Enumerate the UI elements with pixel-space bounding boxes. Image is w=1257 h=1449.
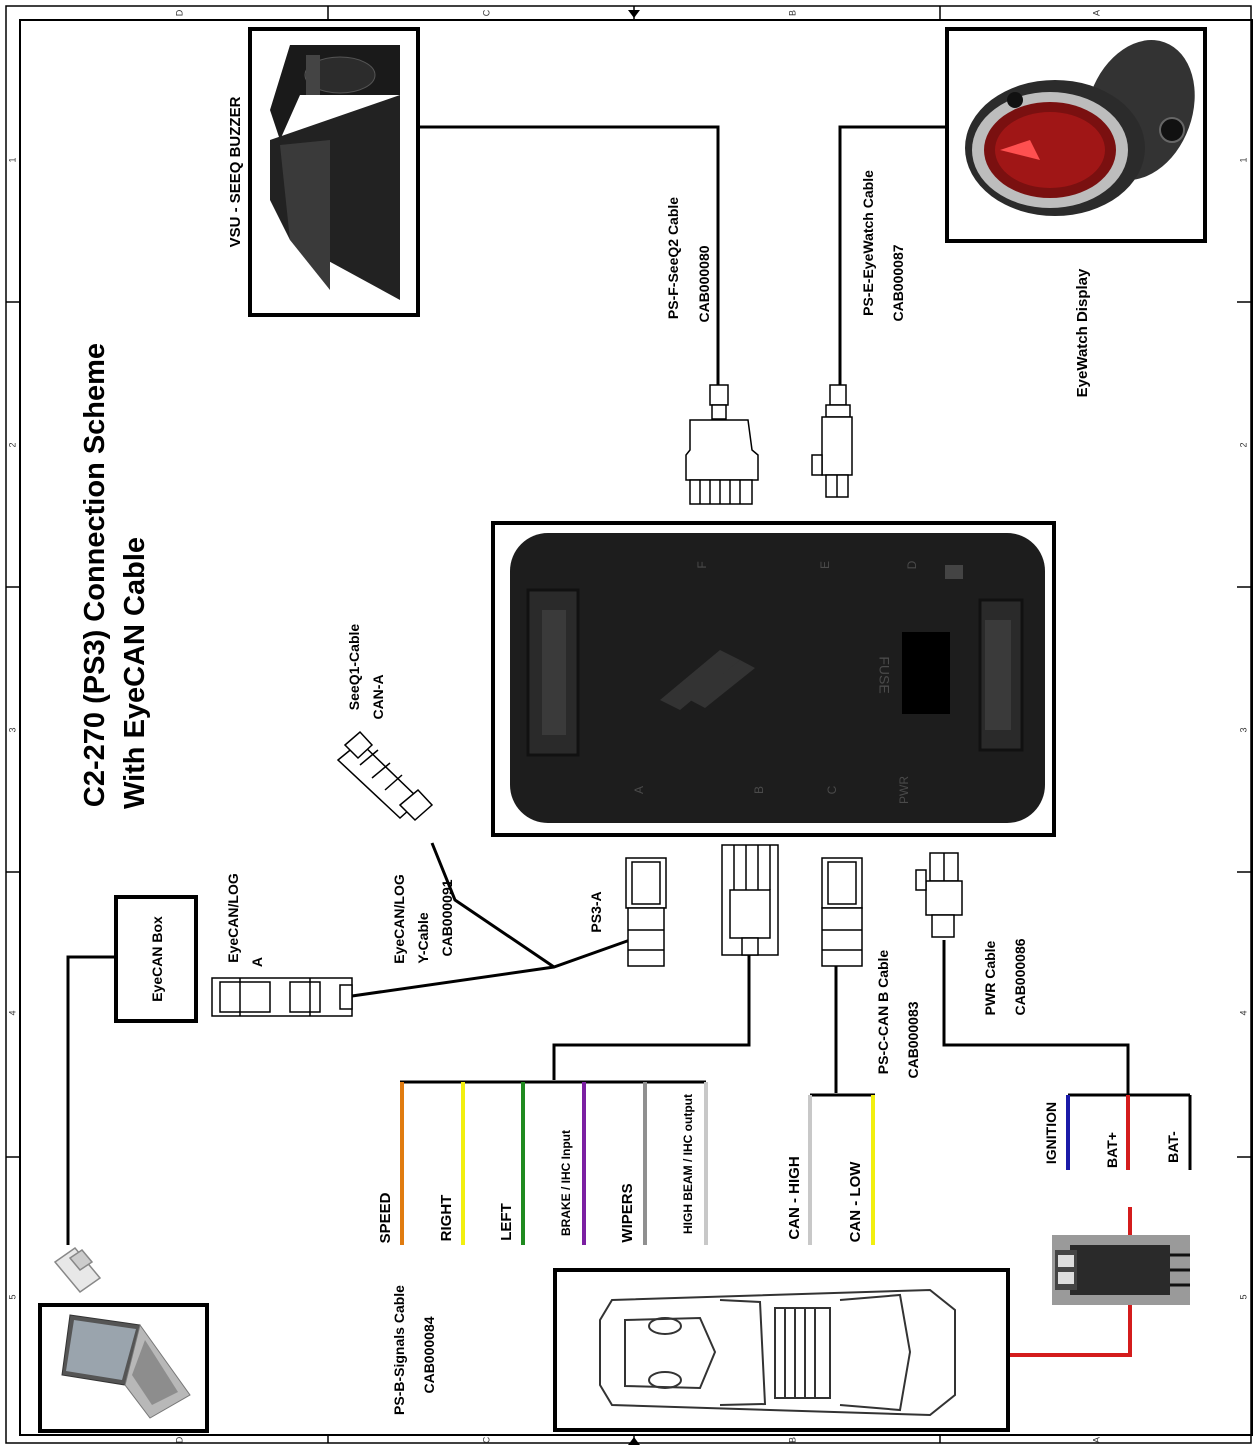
frame-ticks: [6, 6, 1251, 1443]
unit-label-e: E: [818, 561, 832, 569]
col-label-b-bottom: B: [787, 1437, 797, 1443]
power-connector-image: [1052, 1235, 1190, 1305]
row-label-4-right: 4: [1238, 1010, 1248, 1015]
row-label-3-left: 3: [7, 727, 17, 732]
unit-label-fuse: FUSE: [876, 656, 892, 693]
canb-cable-name: PS-C-CAN B Cable: [875, 950, 891, 1075]
row-label-5-right: 5: [1238, 1294, 1248, 1299]
pwr-cable-code: CAB000086: [1012, 938, 1028, 1015]
bat-minus-label: BAT-: [1165, 1131, 1181, 1163]
unit-device-image: [510, 533, 1045, 823]
row-label-2-right: 2: [1238, 442, 1248, 447]
eyecanlog-a-line2: A: [249, 957, 265, 967]
signal-label-brake: BRAKE / IHC Input: [559, 1130, 573, 1236]
eyewatch-cable-name: PS-E-EyeWatch Cable: [860, 170, 876, 316]
pwr-cable-name: PWR Cable: [982, 940, 998, 1015]
unit-label-a: A: [632, 786, 646, 794]
ycable-line1: EyeCAN/LOG: [391, 874, 407, 964]
center-arrow-bottom: [628, 1437, 640, 1445]
unit-label-d: D: [905, 560, 919, 569]
signal-label-left: LEFT: [498, 1203, 515, 1241]
signal-label-right: RIGHT: [438, 1195, 455, 1242]
ignition-label: IGNITION: [1043, 1102, 1059, 1164]
connector-canb: [821, 857, 863, 967]
signal-label-speed: SPEED: [377, 1192, 394, 1243]
col-label-c-top: C: [481, 9, 491, 16]
ycable-line3: CAB000091: [439, 879, 455, 956]
row-label-1-right: 1: [1238, 157, 1248, 162]
row-label-3-right: 3: [1238, 727, 1248, 732]
wire-bat-plus-to-car: [1008, 1305, 1132, 1357]
ycable-line2: Y-Cable: [415, 912, 431, 964]
can-high-label: CAN - HIGH: [786, 1156, 803, 1239]
col-label-a-top: A: [1091, 10, 1101, 16]
row-label-4-left: 4: [7, 1010, 17, 1015]
connector-signals: [721, 844, 779, 956]
center-arrow-top: [628, 10, 640, 18]
title-line-2: With EyeCAN Cable: [119, 537, 151, 809]
signal-label-wipers: WIPERS: [619, 1183, 636, 1242]
signals-cable-name: PS-B-Signals Cable: [391, 1285, 407, 1415]
unit-label-b: B: [752, 786, 766, 794]
connector-eyecanlog-a: [211, 977, 353, 1017]
col-label-d-bottom: D: [174, 1436, 184, 1443]
seeq1-cable-code: CAN-A: [370, 674, 386, 719]
usb-plug-icon: [53, 1246, 102, 1294]
connector-seeq1: [336, 730, 434, 822]
connector-ps3a: [625, 857, 667, 967]
seeq2-cable-code: CAB000080: [696, 245, 712, 322]
canb-cable-code: CAB000083: [905, 1001, 921, 1078]
connector-eyewatch: [811, 384, 853, 498]
unit-label-f: F: [695, 561, 709, 568]
row-label-5-left: 5: [7, 1294, 17, 1299]
wiring-lines: [66, 125, 1192, 1245]
row-label-1-left: 1: [7, 157, 17, 162]
vehicle-topview-icon: [599, 1288, 956, 1417]
eyewatch-label: EyeWatch Display: [1074, 268, 1091, 397]
connector-pwr: [915, 852, 963, 938]
eyecan-box: [114, 895, 198, 1023]
bat-plus-label: BAT+: [1104, 1132, 1120, 1168]
row-label-2-left: 2: [7, 442, 17, 447]
can-low-label: CAN - LOW: [847, 1161, 864, 1243]
ps3a-label: PS3-A: [588, 891, 604, 932]
col-label-b-top: B: [787, 10, 797, 16]
eyecan-box-label: EyeCAN Box: [149, 916, 165, 1002]
seeq1-cable-name: SeeQ1-Cable: [346, 624, 362, 711]
col-label-d-top: D: [174, 9, 184, 16]
seeq2-cable-name: PS-F-SeeQ2 Cable: [665, 197, 681, 319]
laptop-icon: [61, 1314, 191, 1419]
col-label-a-bottom: A: [1091, 1437, 1101, 1443]
eyecanlog-a-line1: EyeCAN/LOG: [225, 873, 241, 963]
unit-label-pwr: PWR: [897, 776, 911, 804]
signal-label-highbeam: HIGH BEAM / IHC output: [681, 1094, 695, 1234]
eyewatch-device-image: [965, 40, 1195, 216]
inner-frame: [19, 19, 1253, 1436]
col-label-c-bottom: C: [481, 1436, 491, 1443]
title-line-1: C2-270 (PS3) Connection Scheme: [79, 343, 111, 807]
vsu-label: VSU - SEEQ BUZZER: [227, 96, 244, 247]
signals-cable-code: CAB000084: [421, 1316, 437, 1393]
vsu-device-image: [270, 45, 400, 300]
unit-label-c: C: [825, 785, 839, 794]
vehicle-box: [553, 1268, 1010, 1432]
eyewatch-cable-code: CAB000087: [890, 244, 906, 321]
connector-seeq2: [685, 384, 759, 505]
